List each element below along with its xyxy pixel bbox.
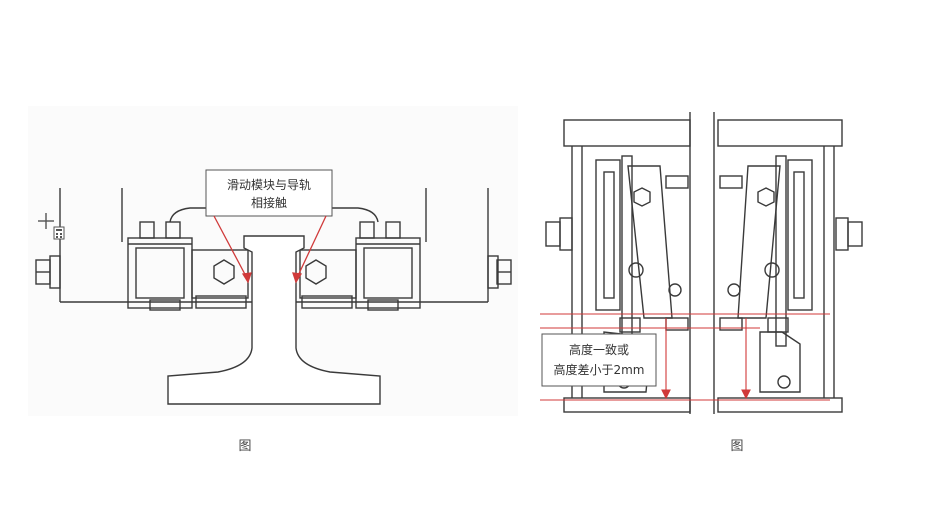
calculator-icon	[53, 226, 65, 240]
right-figure-left-half	[563, 112, 691, 414]
right-figure-right-bolt	[835, 217, 863, 251]
zoom-cursor-icon	[38, 213, 65, 240]
right-callout-line1: 高度一致或	[569, 342, 629, 357]
right-annotation-lines	[540, 313, 830, 401]
right-figure-left-bolt	[545, 217, 573, 251]
left-side-bolt	[35, 255, 61, 289]
right-callout-line2: 高度差小于2mm	[553, 362, 644, 377]
left-slider-block	[127, 221, 193, 311]
right-callout-box	[541, 333, 657, 387]
right-figure-right-half	[713, 112, 843, 414]
left-figure	[28, 106, 518, 416]
right-side-bolt	[487, 255, 512, 289]
right-caption: 图	[730, 439, 743, 454]
t-rail	[167, 235, 381, 405]
left-callout-line2: 相接触	[251, 195, 287, 210]
left-callout-line1: 滑动模块与导轨	[227, 178, 311, 192]
right-figure	[541, 112, 863, 414]
zoom-tool[interactable]	[36, 211, 66, 241]
left-caption: 图	[238, 439, 251, 454]
left-annotation-arrows	[213, 215, 327, 284]
left-callout-box	[205, 169, 333, 217]
